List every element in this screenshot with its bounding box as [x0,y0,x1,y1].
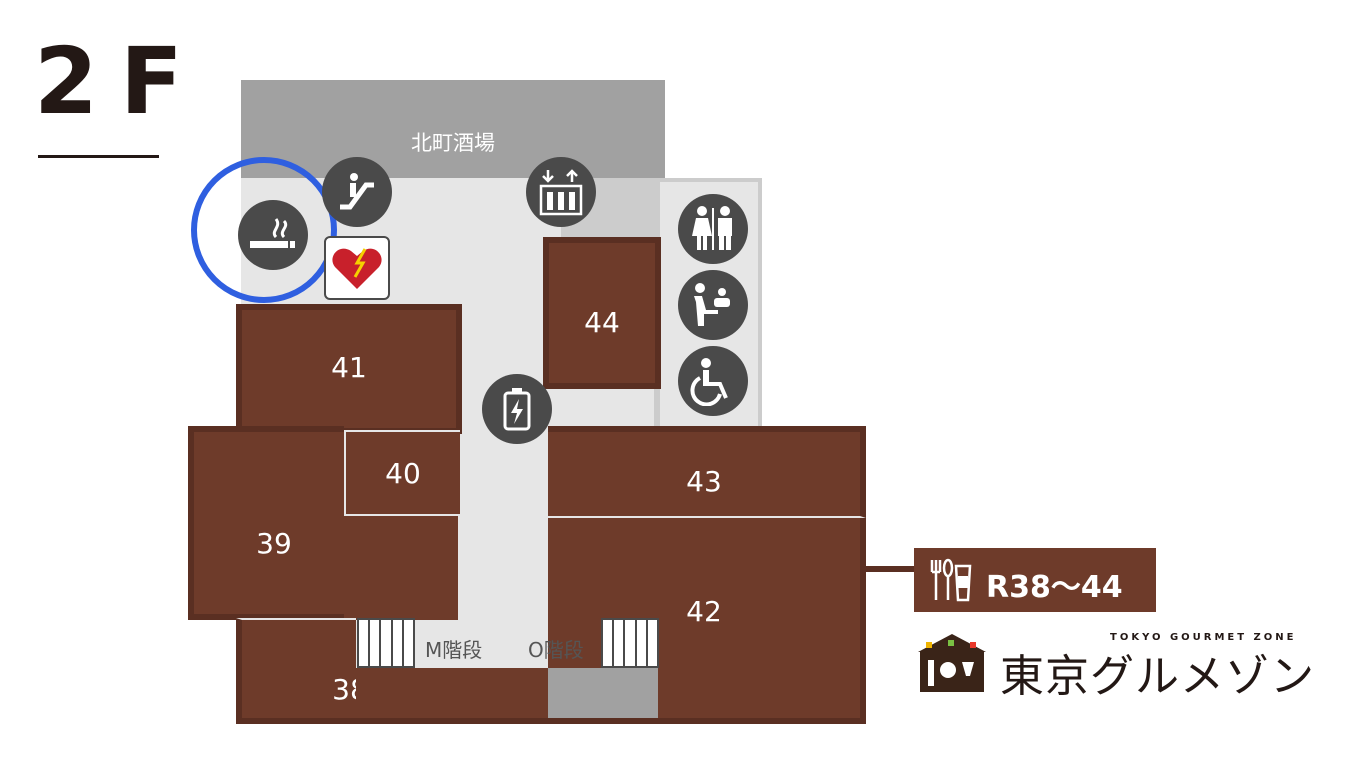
corridor-central [458,304,550,618]
restroom-icon[interactable] [678,194,748,264]
shop-39[interactable]: 39 [188,426,344,620]
shop-38[interactable]: 38 [236,618,368,724]
shop-number: 40 [385,457,421,490]
shop-43[interactable]: 43 [548,426,866,518]
range-badge-text: R38〜44 [986,570,1123,605]
shop-40[interactable]: 40 [344,430,460,516]
o-stairs-steps [601,618,659,668]
restaurant-icon [926,556,974,612]
m-stairs-label[interactable]: M階段 [425,638,483,662]
m-stairs-steps [357,618,415,668]
escalator-icon[interactable] [322,157,392,227]
charging-icon[interactable] [482,374,552,444]
smoking-area-highlight-ring [191,157,337,303]
shop-number: 43 [686,465,722,498]
nursing-room-icon[interactable] [678,270,748,340]
corridor-branch [548,386,654,432]
floor-label: 2F [34,28,205,135]
restaurant-building-logo-mark [918,634,986,692]
o-stairs-label[interactable]: O階段 [528,638,584,662]
shop-41[interactable]: 41 [236,304,462,434]
kitamachi-sakaba-label: 北町酒場 [411,131,495,155]
badge-connector [864,566,916,572]
shop-number: 42 [686,595,722,628]
shop-39-ext [344,516,458,620]
shop-44[interactable]: 44 [543,237,661,389]
shop-38-ext [356,668,548,724]
logo-sub-text: TOKYO GOURMET ZONE [1110,632,1297,643]
shop-number: 44 [584,306,620,339]
tokyo-gourmet-zone-logo: 東京グルメゾン TOKYO GOURMET ZONE [914,630,1334,702]
floor-label-underline [38,155,159,158]
shop-42-gap [548,668,658,718]
kitamachi-sakaba-area[interactable]: 北町酒場 [241,80,665,178]
logo-main-text: 東京グルメゾン [1000,651,1315,702]
shop-number: 41 [331,351,367,384]
aed-icon[interactable] [324,236,390,300]
wheelchair-icon[interactable] [678,346,748,416]
range-badge[interactable]: R38〜44 [914,548,1156,612]
elevator-icon[interactable] [526,157,596,227]
shop-number: 39 [256,527,292,560]
